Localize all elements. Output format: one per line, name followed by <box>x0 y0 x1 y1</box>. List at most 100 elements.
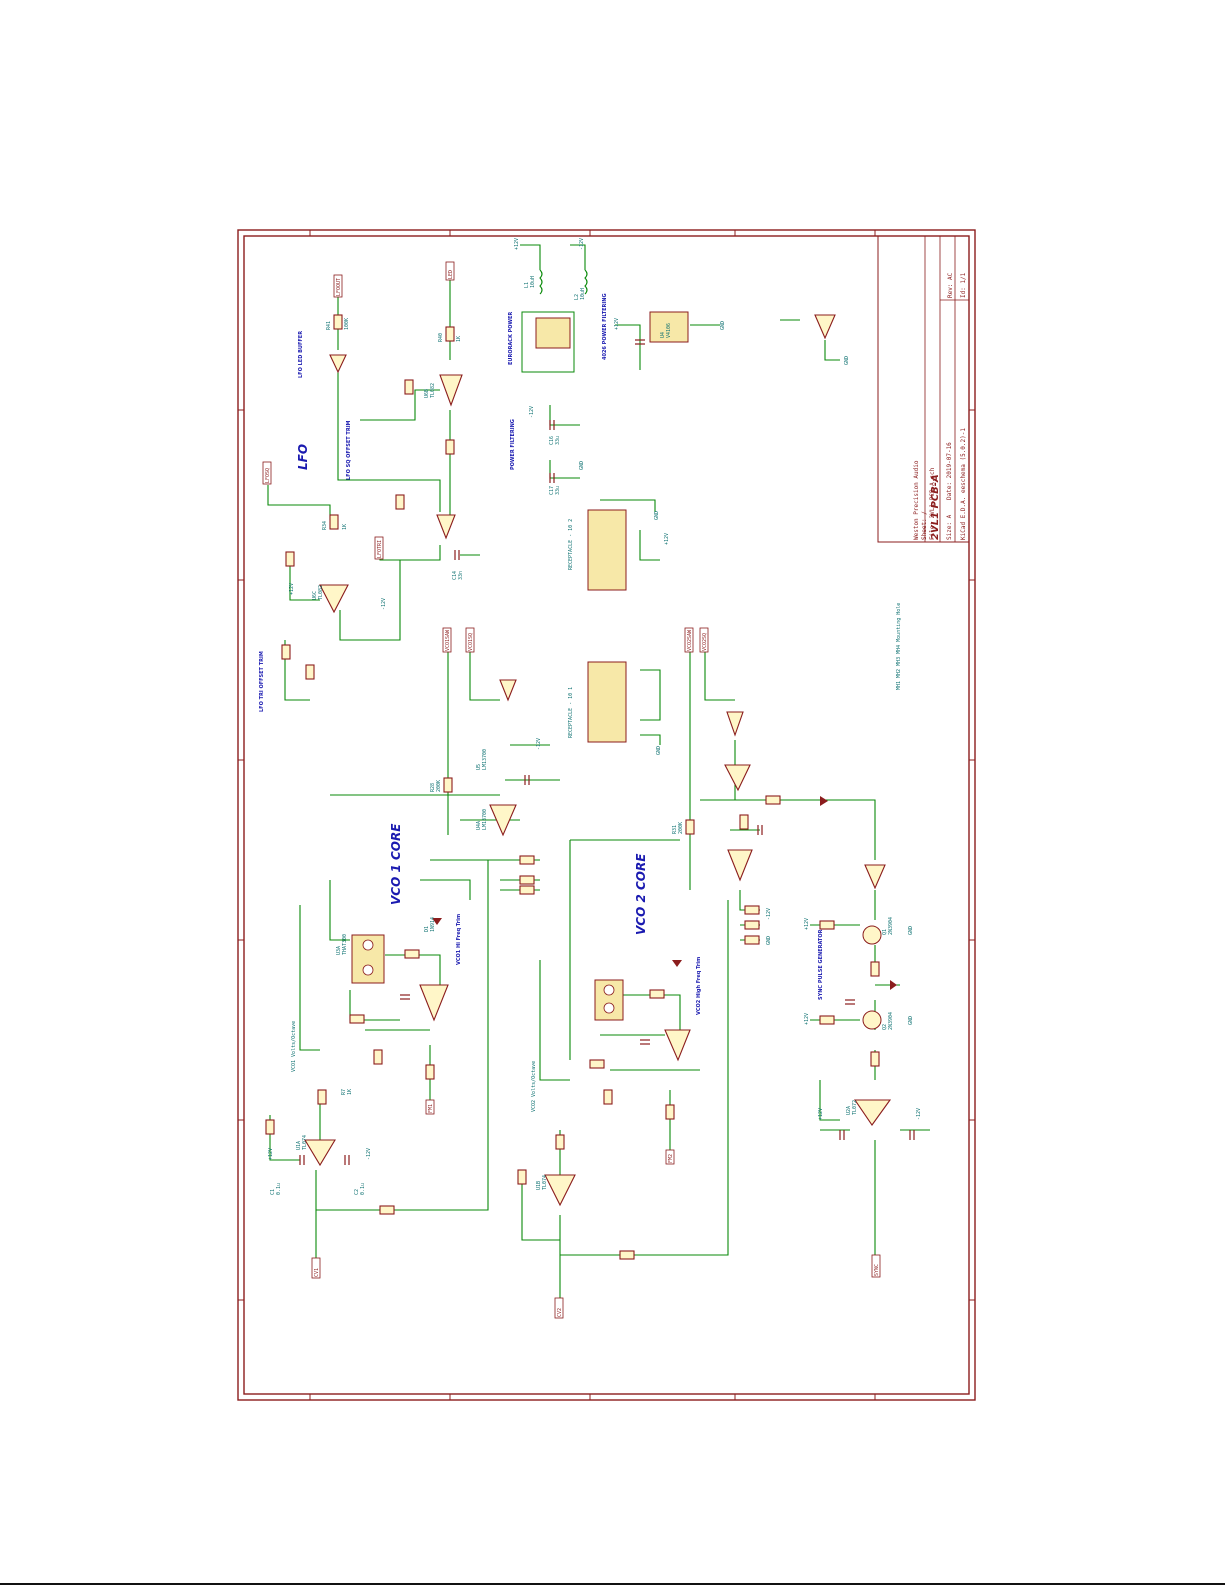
label-u3a-ref: U3A <box>336 946 342 955</box>
svg-text:VCO 2 CORE: VCO 2 CORE <box>634 853 648 935</box>
net-vco1-sq: VCO1SQ <box>468 633 474 651</box>
svg-text:RECEPTACLE - 10 1: RECEPTACLE - 10 1 <box>568 687 574 738</box>
svg-text:VCO 1 CORE: VCO 1 CORE <box>389 823 403 905</box>
label-u1b-val: TL074 <box>542 1175 548 1190</box>
label-u4a-val: LM13700 <box>482 809 488 830</box>
label-l1-val: 10uH <box>530 276 536 288</box>
opamp-vco2-core <box>727 849 753 882</box>
svg-text:LFO LED BUFFER: LFO LED BUFFER <box>298 331 304 378</box>
label-r41-val: 100K <box>344 318 350 330</box>
label-u6b-ref: U6B <box>424 389 430 398</box>
rail-gnd-4: GND <box>908 1016 914 1025</box>
label-q1-val: 2N3904 <box>888 917 894 935</box>
rail-gnd-2: GND <box>720 321 726 330</box>
resistor-r35 <box>395 494 405 510</box>
label-q1-ref: Q1 <box>882 929 888 935</box>
rail-pos-5: +12V <box>804 1013 810 1025</box>
resistor-r7b <box>619 1250 635 1260</box>
svg-text:POWER FILTERING: POWER FILTERING <box>510 419 516 470</box>
heading-eurorack: EURORACK POWER <box>508 312 514 365</box>
label-r28-val: 200K <box>436 780 442 792</box>
resistor-r26 <box>744 920 760 930</box>
component-labels: R7 1K R28 200K R31 200K R34 1K R40 1K R4… <box>270 276 894 1195</box>
label-r40-ref: R40 <box>438 333 444 342</box>
label-u2a-val: TL072 <box>852 1100 858 1115</box>
diode-d4 <box>820 796 828 806</box>
svg-text:VCO2 Volts/Octave: VCO2 Volts/Octave <box>531 1061 537 1112</box>
label-c1-val: 0.1u <box>276 1183 282 1195</box>
resistor-r5 <box>265 1119 275 1135</box>
resistor-r18 <box>870 961 880 977</box>
label-c2-ref: C2 <box>354 1189 360 1195</box>
label-r31-val: 200K <box>678 822 684 834</box>
opamp-u5 <box>489 804 517 837</box>
resistor-r33 <box>285 551 295 567</box>
net-lfo-out: LFOOUT <box>336 278 342 296</box>
opamp-u6b <box>439 374 463 407</box>
opamp-vco2-buf <box>724 764 751 792</box>
rail-pos-4: +12V <box>804 918 810 930</box>
net-vco2-sq: VCO2SQ <box>702 633 708 651</box>
resistor-r20 <box>819 1015 835 1025</box>
label-c17-ref: C17 <box>549 486 555 495</box>
opamp-lfo-buf <box>436 514 456 540</box>
svg-text:RECEPTACLE - 10 2: RECEPTACLE - 10 2 <box>568 519 574 570</box>
rail-neg-1: -12V <box>579 238 585 250</box>
inductor-l2 <box>584 269 588 295</box>
rail-gnd-8: GND <box>844 356 850 365</box>
label-c14-val: 33n <box>458 571 464 580</box>
resistor-r7 <box>317 1089 327 1105</box>
label-r34-ref: R34 <box>322 521 328 530</box>
label-l2-ref: L2 <box>574 294 580 300</box>
label-u1a-ref: U1A <box>296 1141 302 1150</box>
resistor-r24 <box>519 875 535 885</box>
label-u6c-val: TL082 <box>318 585 324 600</box>
rail-neg-6: -12V <box>381 598 387 610</box>
resistor-r9 <box>517 1169 527 1185</box>
heading-receptacle-top: RECEPTACLE - 10 2 <box>568 519 574 570</box>
resistor-r23 <box>519 885 535 895</box>
opamp-u4a <box>499 679 517 702</box>
diode-d3 <box>890 980 897 990</box>
rail-gnd-5: GND <box>656 746 662 755</box>
rail-neg-4: -12V <box>916 1108 922 1120</box>
label-c1-ref: C1 <box>270 1189 276 1195</box>
label-l2-val: 10uH <box>580 288 586 300</box>
resistor-r12 <box>373 1049 383 1065</box>
resistor-r27 <box>765 795 781 805</box>
svg-text:LFO TRI OFFSET TRIM: LFO TRI OFFSET TRIM <box>259 651 265 712</box>
net-mounting-holes: MH1 MH2 MH3 MH4 Mounting Hole <box>896 603 902 690</box>
resistor-r40 <box>445 326 455 342</box>
label-c17-val: 33u <box>555 486 561 495</box>
sheet-outer-border <box>237 229 976 1401</box>
heading-led-buffer: LFO LED BUFFER <box>298 331 304 378</box>
rail-pos-6: +12V <box>818 1108 824 1120</box>
resistor-r31b <box>685 819 695 835</box>
rail-gnd-6: GND <box>654 511 660 520</box>
diode-d2 <box>672 960 682 967</box>
label-u1b-ref: U1B <box>536 1181 542 1190</box>
net-lfo-tri: LFOTRI <box>377 540 383 558</box>
rail-neg-5: -12V <box>536 738 542 750</box>
opamp-sync <box>864 864 886 890</box>
svg-text:EURORACK POWER: EURORACK POWER <box>508 312 514 365</box>
heading-power-filtering: POWER FILTERING <box>510 419 516 470</box>
net-lfo-sq: LFOSQ <box>265 468 271 483</box>
svg-text:VCO1 Volts/Octave: VCO1 Volts/Octave <box>291 1021 297 1072</box>
opamp-u2a <box>853 1099 892 1126</box>
heading-sync: SYNC PULSE GENERATOR <box>818 929 824 1000</box>
opamp-lfo-led <box>329 354 347 374</box>
svg-text:VCO1 Hi Freq Trim: VCO1 Hi Freq Trim <box>456 914 462 965</box>
resistor-r29 <box>744 935 760 945</box>
opamp-vco2-int <box>664 1029 691 1062</box>
label-r7-val: 1K <box>347 1089 353 1095</box>
resistor-r4 <box>665 1104 675 1120</box>
label-vco2-vo: VCO2 Volts/Octave <box>531 1061 537 1112</box>
label-u4-val: V4106 <box>666 323 672 338</box>
svg-text:4026 POWER FILTERING: 4026 POWER FILTERING <box>602 293 608 360</box>
tb-rev: Rev: AC <box>947 272 954 298</box>
net-vco2-saw: VCO2SAW <box>687 629 693 651</box>
capacitors <box>299 339 915 1165</box>
